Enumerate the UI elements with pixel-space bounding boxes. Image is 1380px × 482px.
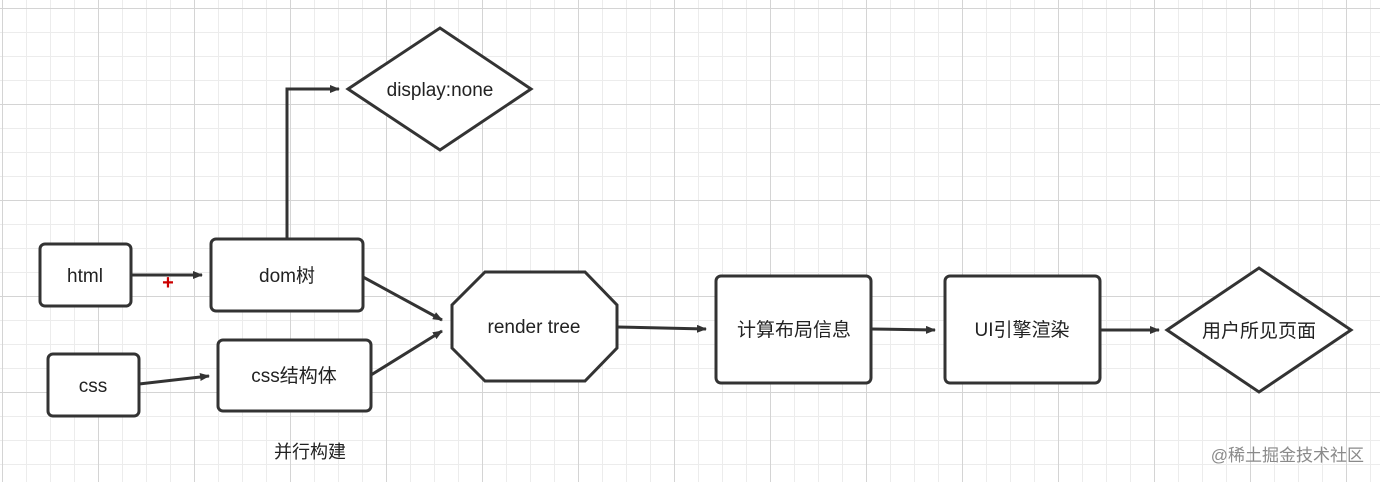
parallel-build-note: 并行构建	[274, 442, 346, 462]
edge-cssom-to-render-tree	[370, 329, 443, 377]
watermark: @稀土掘金技术社区	[1211, 446, 1364, 465]
node-ui-render: UI引擎渲染	[943, 274, 1102, 385]
node-layout-label: 计算布局信息	[737, 319, 851, 341]
node-cssom-label: css结构体	[251, 365, 337, 387]
node-ui-render-label: UI引擎渲染	[974, 319, 1069, 341]
node-dom-label: dom树	[259, 265, 315, 287]
node-display-none: display:none	[345, 26, 534, 152]
edge-dom-to-display-none	[285, 85, 340, 239]
node-user-page-diamond	[1164, 266, 1354, 394]
node-cssom-box	[216, 338, 373, 413]
edge-css-to-cssom	[138, 373, 210, 386]
node-render-tree-octagon	[450, 270, 619, 383]
node-render-tree-label: render tree	[488, 317, 581, 338]
node-render-tree: render tree	[450, 270, 619, 383]
node-dom: dom树	[209, 237, 365, 313]
plus-marker: +	[162, 272, 174, 294]
node-css-box	[46, 352, 141, 418]
node-cssom: css结构体	[216, 338, 373, 413]
edge-render-tree-to-layout	[616, 324, 707, 333]
node-html-label: html	[67, 266, 103, 287]
node-ui-render-box	[943, 274, 1102, 385]
node-html-box	[38, 242, 133, 308]
node-user-page: 用户所见页面	[1164, 266, 1354, 394]
node-user-page-label: 用户所见页面	[1202, 320, 1316, 342]
node-html: html	[38, 242, 133, 308]
edge-layout-to-ui-render	[870, 325, 936, 334]
node-display-none-diamond	[345, 26, 534, 152]
edge-dom-to-render-tree	[362, 275, 443, 322]
node-layout: 计算布局信息	[714, 274, 873, 385]
node-display-none-label: display:none	[387, 80, 494, 101]
edges	[131, 85, 1160, 386]
node-css: css	[46, 352, 141, 418]
node-layout-box	[714, 274, 873, 385]
node-css-label: css	[79, 376, 108, 397]
node-dom-box	[209, 237, 365, 313]
